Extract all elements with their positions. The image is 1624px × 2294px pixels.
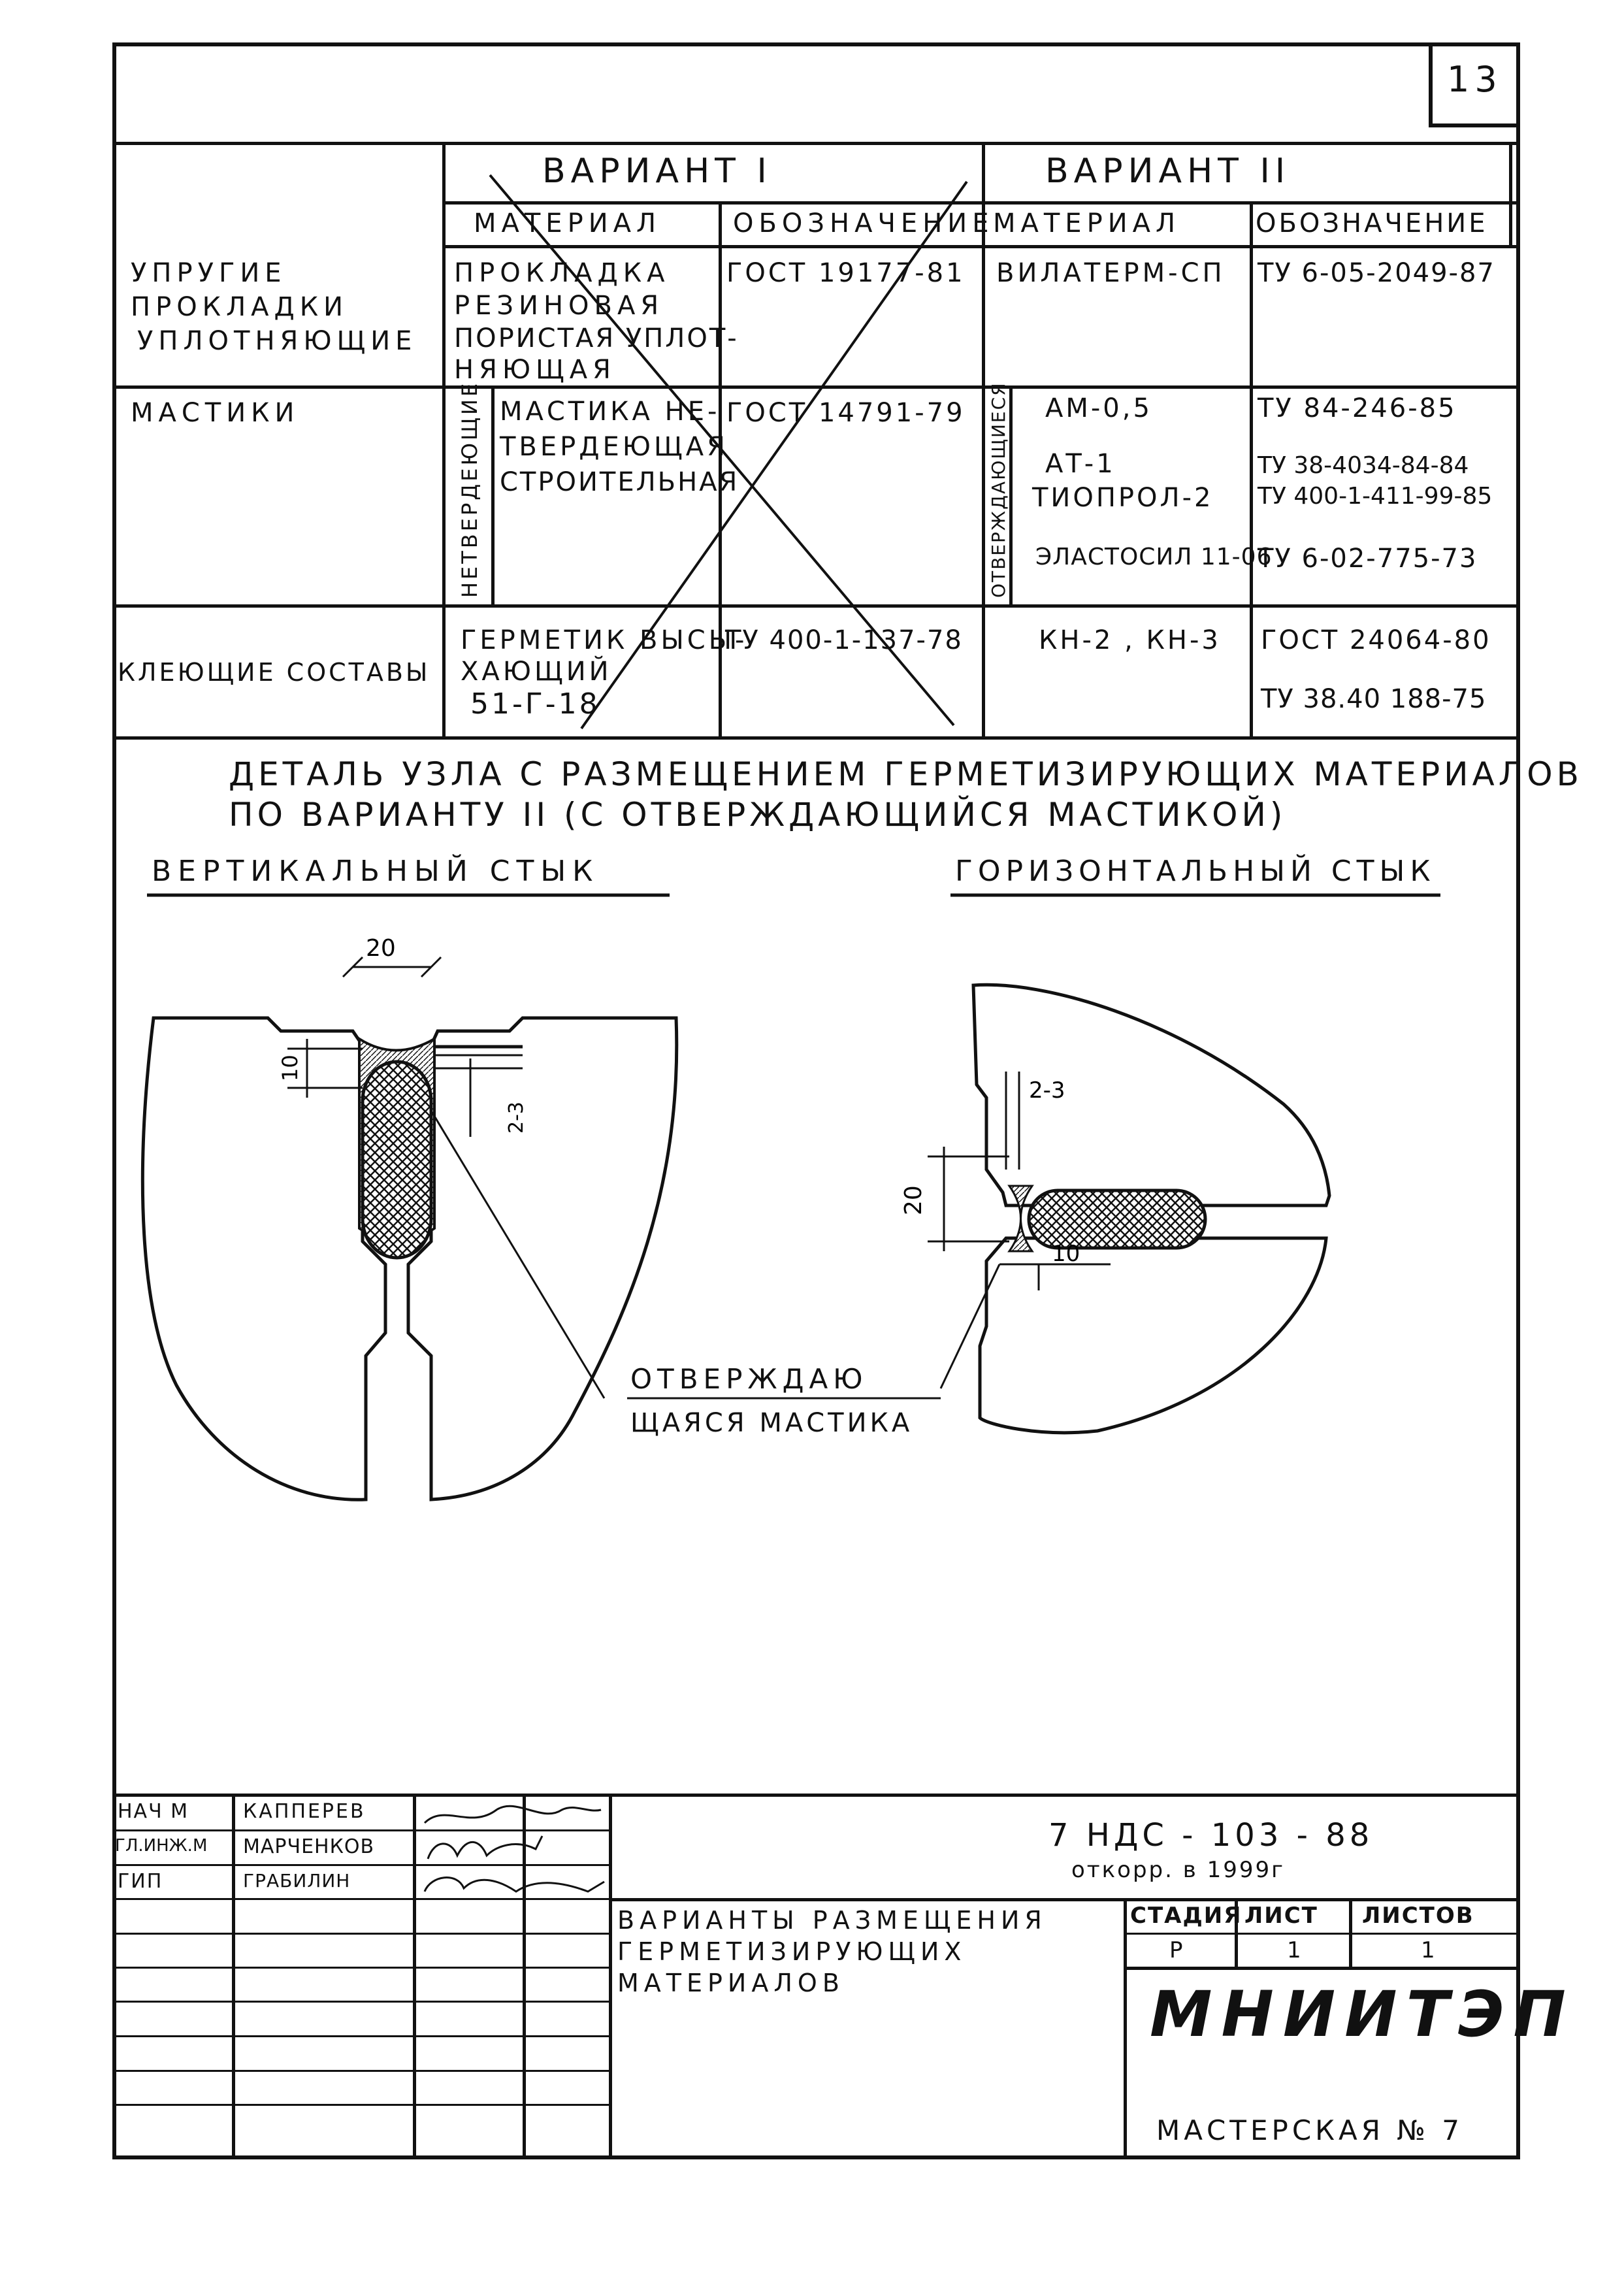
stamp-sheets-label: ЛИСТОВ [1362, 1903, 1474, 1929]
row2-v1-material-line3: СТРОИТЕЛЬНАЯ [500, 467, 739, 497]
stamp-role-2: ГЛ.ИНЖ.М [115, 1836, 208, 1856]
detail-title-line1: ДЕТАЛЬ УЗЛА С РАЗМЕЩЕНИЕМ ГЕРМЕТИЗИРУЮЩИ… [229, 755, 1583, 793]
signature-3 [423, 1876, 605, 1893]
row3-v1-designation: ТУ 400-1-137-78 [725, 625, 963, 655]
row3-name: КЛЕЮЩИЕ СОСТАВЫ [118, 658, 430, 687]
stamp-title-line1: ВАРИАНТЫ РАЗМЕЩЕНИЯ [617, 1906, 1047, 1935]
row1-v2-designation: ТУ 6-05-2049-87 [1258, 258, 1495, 288]
detail-title-line2: ПО ВАРИАНТУ II (С ОТВЕРЖДАЮЩИЙСЯ МАСТИКО… [229, 796, 1287, 834]
row2-v1-designation: ГОСТ 14791-79 [726, 398, 966, 428]
row3-v1-material-line3: 51-Г-18 [470, 687, 600, 721]
sheet-number: 13 [1447, 59, 1502, 100]
row1-v1-material-line2: РЕЗИНОВАЯ [454, 291, 664, 321]
row3-v2-material: КН-2 , КН-3 [1039, 625, 1221, 655]
row3-v1-material-line1: ГЕРМЕТИК ВЫСЫ- [461, 625, 748, 655]
horizontal-joint-gasket [1027, 1188, 1207, 1250]
row2-v1-material-line2: ТВЕРДЕЮЩАЯ [500, 432, 728, 462]
stamp-stage-label: СТАДИЯ [1130, 1903, 1242, 1929]
v1-material-header: МАТЕРИАЛ [474, 208, 662, 238]
row3-v2-designation-line1: ГОСТ 24064-80 [1261, 625, 1491, 655]
stamp-sheets: 1 [1421, 1937, 1440, 1963]
stamp-doc-code: 7 НДС - 103 - 88 [1048, 1817, 1374, 1854]
horizontal-joint-drawing [971, 983, 1331, 1435]
row1-name-line1: УПРУГИЕ [131, 258, 287, 288]
row2-v2-designation-line2: ТУ 38-4034-84-84 [1258, 452, 1469, 479]
row1-v2-material: ВИЛАТЕРМ-СП [996, 258, 1226, 288]
row1-name-line3: УПЛОТНЯЮЩИЕ [137, 326, 417, 356]
row2-v2-designation-line3: ТУ 400-1-411-99-85 [1258, 483, 1493, 510]
stamp-title-line2: ГЕРМЕТИЗИРУЮЩИХ [617, 1937, 967, 1966]
variant-1-header: ВАРИАНТ I [542, 152, 772, 191]
vertical-joint-drawing [140, 1016, 679, 1501]
stamp-sheet: 1 [1287, 1937, 1307, 1963]
variant-2-header: ВАРИАНТ II [1045, 152, 1291, 191]
horizontal-joint-caption: ГОРИЗОНТАЛЬНЫЙ СТЫК [955, 855, 1436, 888]
horizontal-joint-dimensions [928, 1072, 1111, 1389]
horizontal-joint-sealant [1007, 1185, 1034, 1253]
vertical-dim-gap: 2-3 [505, 1102, 528, 1134]
vertical-joint-dimensions [287, 956, 606, 1399]
row1-v1-material-line4: НЯЮЩАЯ [454, 355, 616, 385]
v2-material-header: МАТЕРИАЛ [993, 208, 1181, 238]
v2-designation-header: ОБОЗНАЧЕНИЕ [1256, 208, 1488, 238]
horizontal-dim-depth: 10 [1052, 1241, 1080, 1267]
row3-v1-material-line2: ХАЮЩИЙ [461, 657, 612, 687]
row2-v2-material-line4: ЭЛАСТОСИЛ 11-06 [1035, 544, 1273, 570]
stamp-workshop: МАСТЕРСКАЯ № 7 [1156, 2114, 1463, 2146]
variant-1-crossout [489, 174, 968, 730]
row2-name: МАСТИКИ [131, 398, 300, 428]
row3-v2-designation-line2: ТУ 38.40 188-75 [1261, 684, 1487, 714]
v1-designation-header: ОБОЗНАЧЕНИЕ [733, 208, 994, 238]
stamp-name-2: МАРЧЕНКОВ [243, 1835, 375, 1858]
row1-v1-designation: ГОСТ 19177-81 [726, 258, 966, 288]
row2-v2-material-line2: АТ-1 [1045, 449, 1116, 479]
stamp-doc-note: откорр. в 1999г [1071, 1857, 1285, 1883]
callout-line1: ОТВЕРЖДАЮ [630, 1363, 868, 1395]
sheet-number-box [1429, 42, 1520, 127]
vertical-joint-gasket [361, 1060, 433, 1260]
signature-2 [427, 1835, 544, 1860]
row2-v2-material-line1: АМ-0,5 [1045, 393, 1152, 423]
row2-v2-material-line3: ТИОПРОЛ-2 [1032, 483, 1214, 513]
stamp-name-1: КАППЕРЕВ [243, 1800, 366, 1823]
callout-line2: ЩАЯСЯ МАСТИКА [630, 1408, 913, 1438]
horizontal-dim-height: 20 [900, 1185, 927, 1215]
row1-v1-material-line1: ПРОКЛАДКА [454, 258, 670, 288]
stamp-name-3: ГРАБИЛИН [243, 1870, 351, 1892]
drawing-frame [112, 42, 1520, 2159]
stamp-stage: Р [1169, 1937, 1188, 1963]
stamp-sheet-label: ЛИСТ [1244, 1903, 1318, 1929]
row1-v1-material-line3: ПОРИСТАЯ УПЛОТ- [454, 323, 739, 353]
row1-name-line2: ПРОКЛАДКИ [131, 292, 349, 322]
row2-v2-designation-line1: ТУ 84-246-85 [1258, 393, 1457, 423]
vertical-dim-width: 20 [366, 935, 396, 962]
stamp-role-1: НАЧ М [118, 1800, 189, 1823]
stamp-org-logo: МНИИТЭП [1150, 1978, 1575, 2051]
vertical-joint-caption: ВЕРТИКАЛЬНЫЙ СТЫК [152, 855, 600, 888]
stamp-title-line3: МАТЕРИАЛОВ [617, 1969, 845, 1997]
stamp-role-3: ГИП [118, 1870, 163, 1893]
horizontal-dim-gap: 2-3 [1029, 1077, 1065, 1104]
signature-1 [423, 1805, 602, 1824]
vertical-dim-depth: 10 [278, 1055, 302, 1081]
row2-v2-designation-line4: ТУ 6-02-775-73 [1258, 544, 1478, 574]
